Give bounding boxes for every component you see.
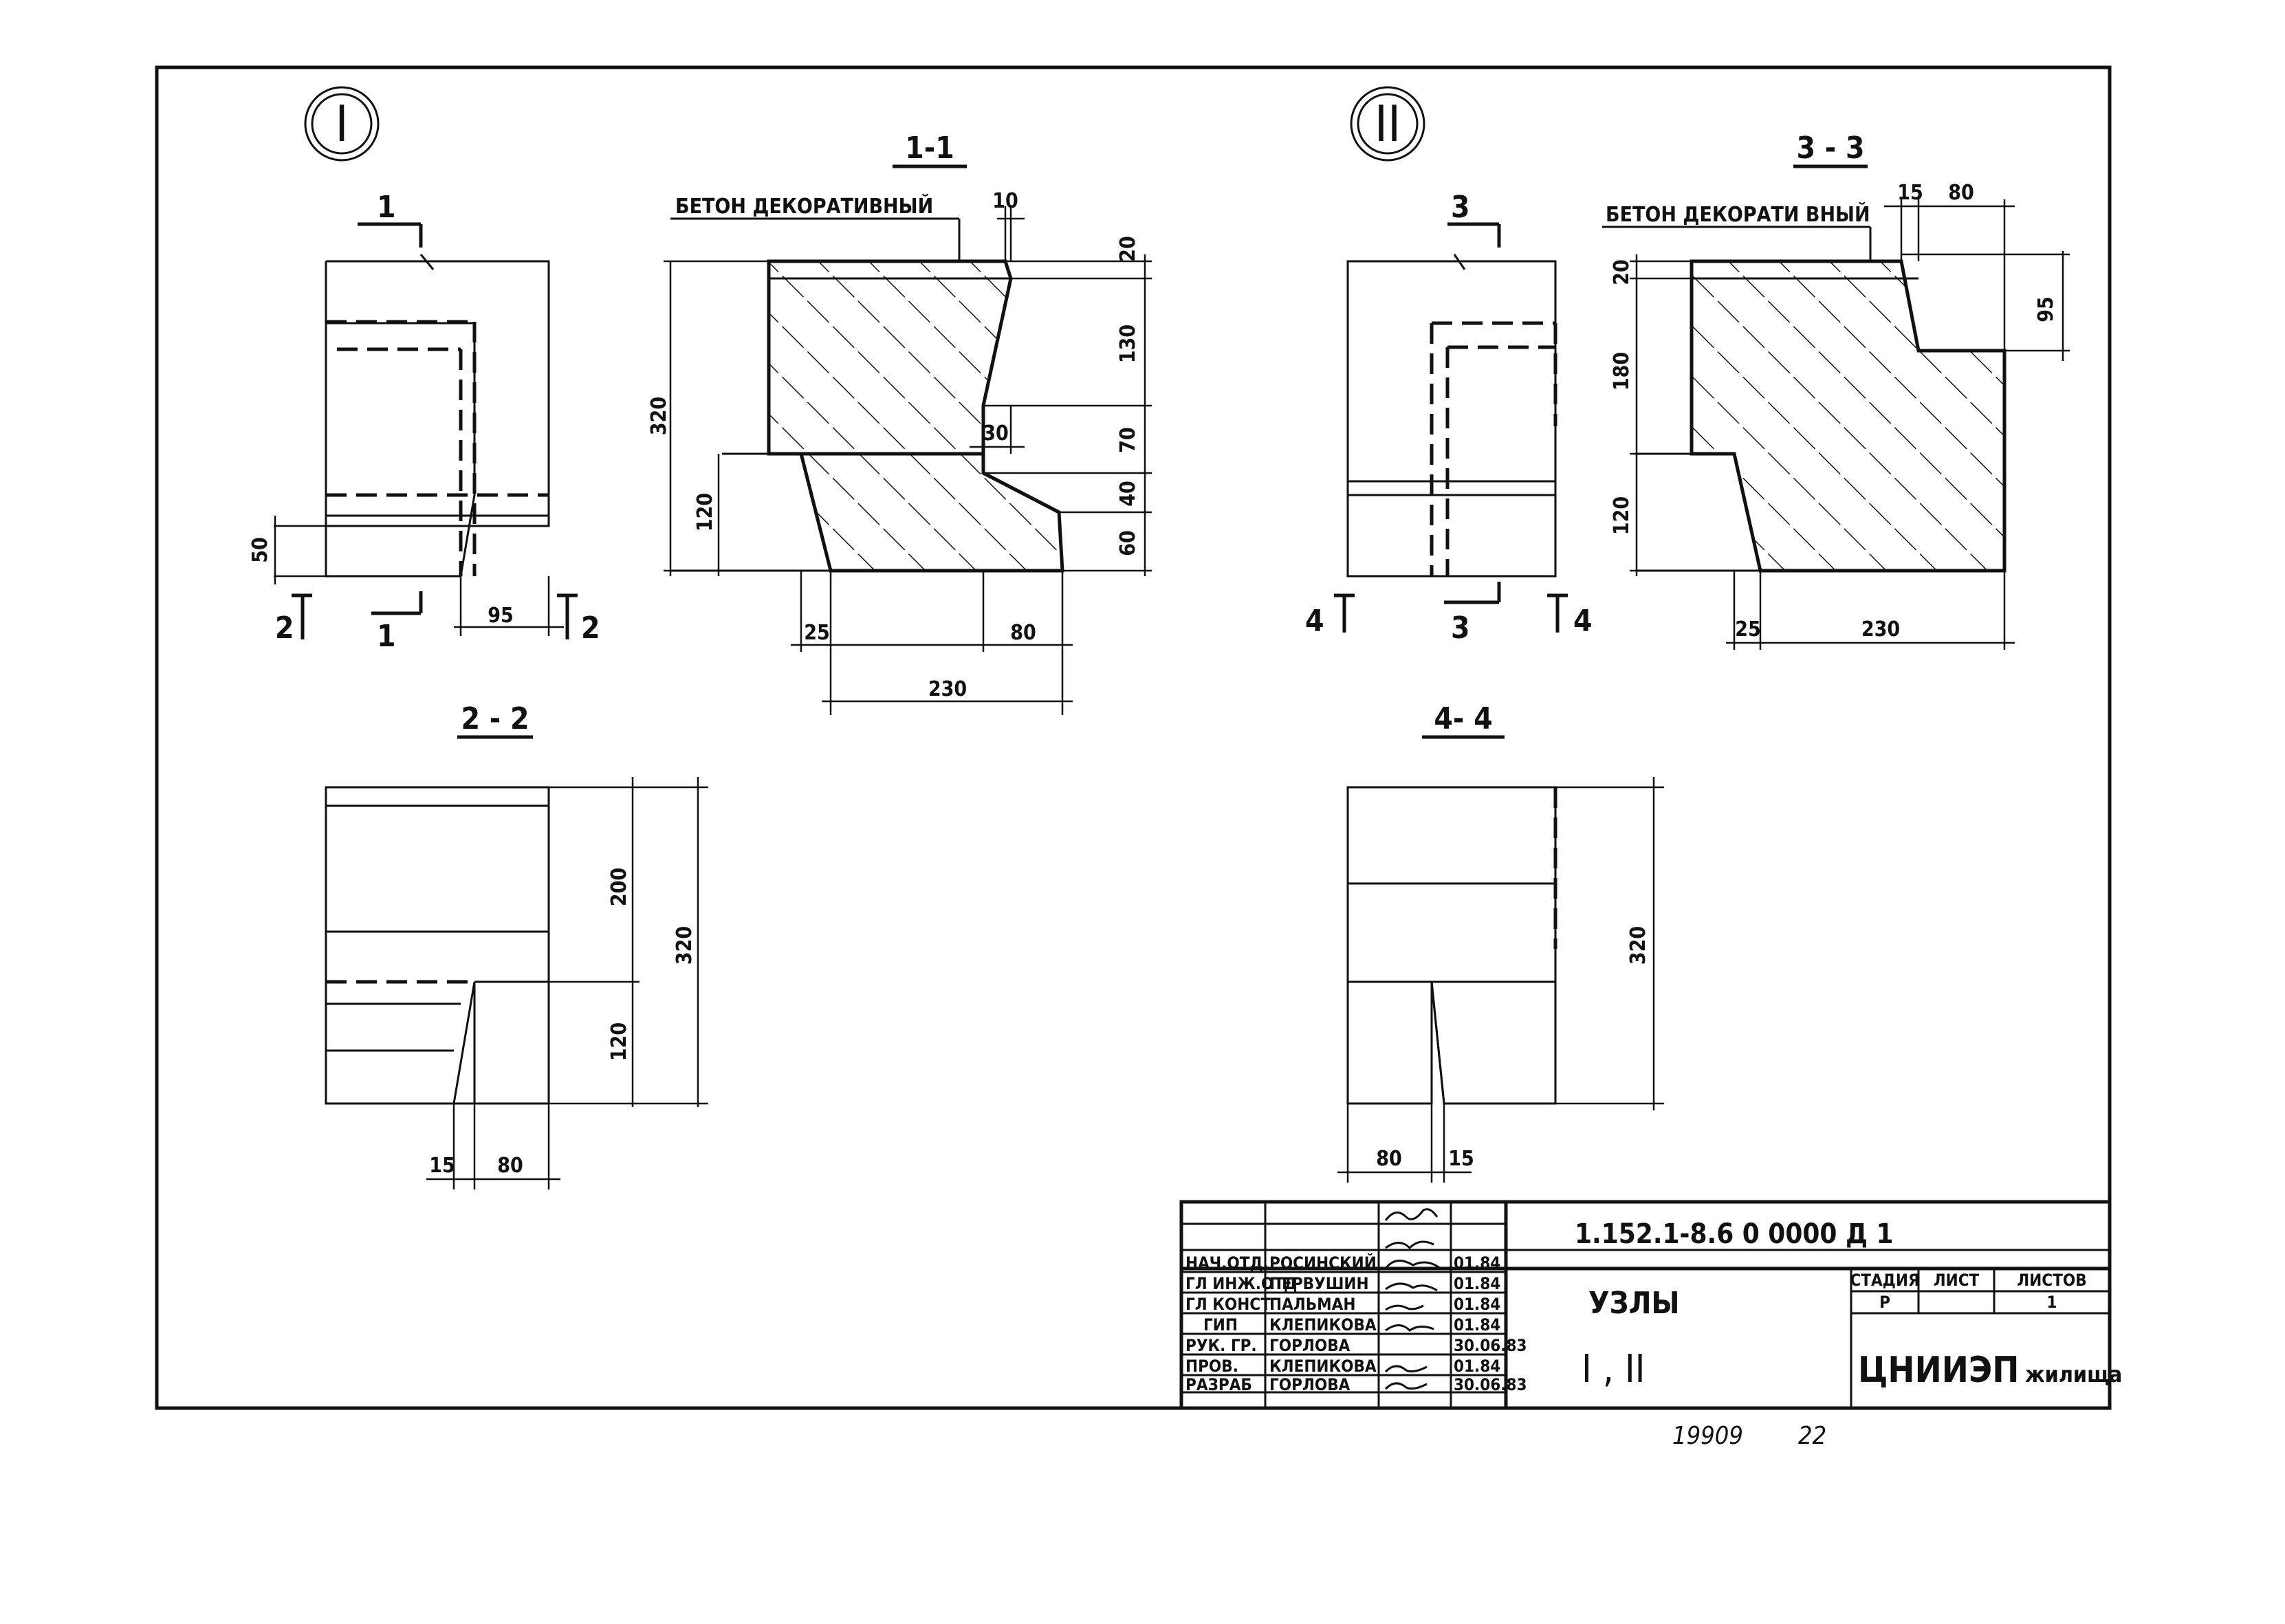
title-line2: I , II: [1582, 1347, 1646, 1392]
svg-text:БЕТОН ДЕКОРАТИ ВНЫЙ: БЕТОН ДЕКОРАТИ ВНЫЙ: [1606, 202, 1870, 227]
svg-text:4- 4: 4- 4: [1434, 701, 1492, 736]
svg-text:ЛИСТОВ: ЛИСТОВ: [2017, 1271, 2086, 1290]
node-marker-1: I: [304, 86, 380, 162]
title-block: 1.152.1-8.6 0 0000 Д 1 УЗЛЫ I , II СТАДИ…: [1179, 1200, 2122, 1410]
svg-text:01.84: 01.84: [1454, 1315, 1500, 1335]
node1-elevation: 1 1 2 2 50 95: [248, 190, 600, 654]
svg-text:40: 40: [1116, 481, 1140, 507]
svg-text:ПЕРВУШИН: ПЕРВУШИН: [1269, 1274, 1369, 1293]
svg-text:КЛЕПИКОВА: КЛЕПИКОВА: [1269, 1357, 1377, 1376]
svg-text:4: 4: [1305, 604, 1324, 639]
svg-text:230: 230: [1861, 617, 1900, 641]
svg-text:80: 80: [1948, 181, 1974, 205]
svg-text:80: 80: [1376, 1147, 1402, 1171]
svg-text:230: 230: [928, 677, 967, 701]
svg-text:ПАЛЬМАН: ПАЛЬМАН: [1269, 1295, 1355, 1314]
sheet-frame: [155, 65, 2112, 1410]
svg-text:3: 3: [1451, 190, 1470, 225]
svg-text:180: 180: [1610, 352, 1634, 391]
svg-text:1: 1: [2046, 1293, 2057, 1312]
svg-text:30.06.83: 30.06.83: [1454, 1336, 1527, 1355]
svg-text:СТАДИЯ: СТАДИЯ: [1850, 1271, 1919, 1290]
svg-text:20: 20: [1116, 236, 1140, 262]
svg-text:70: 70: [1116, 427, 1140, 453]
svg-text:1: 1: [377, 619, 396, 654]
section-1-1: 1-1 БЕТОН ДЕКОРАТИВНЫЙ 320 120 20 130 70…: [647, 131, 1152, 715]
svg-text:1-1: 1-1: [905, 131, 954, 166]
svg-text:КЛЕПИКОВА: КЛЕПИКОВА: [1269, 1315, 1377, 1335]
svg-text:1: 1: [377, 190, 396, 225]
svg-text:120: 120: [693, 493, 717, 531]
inventory-number: 19909: [1672, 1422, 1743, 1450]
svg-text:2 - 2: 2 - 2: [461, 701, 529, 736]
doc-code: 1.152.1-8.6 0 0000 Д 1: [1575, 1218, 1894, 1250]
svg-text:ГОРЛОВА: ГОРЛОВА: [1269, 1375, 1351, 1394]
section-2-2: 2 - 2 200 120 320 15 80: [325, 701, 708, 1189]
svg-text:ГЛ КОНСТ: ГЛ КОНСТ: [1185, 1295, 1271, 1314]
svg-text:15: 15: [1897, 181, 1923, 205]
svg-text:20: 20: [1610, 259, 1634, 285]
svg-text:РАЗРАБ: РАЗРАБ: [1185, 1375, 1252, 1394]
svg-text:жилища: жилища: [2025, 1361, 2122, 1387]
svg-text:РУК. ГР.: РУК. ГР.: [1185, 1336, 1257, 1355]
svg-text:10: 10: [992, 189, 1018, 213]
node-marker-2: II: [1350, 86, 1425, 162]
svg-text:3 - 3: 3 - 3: [1796, 131, 1864, 166]
page-number: 22: [1798, 1422, 1826, 1450]
svg-text:30: 30: [983, 421, 1009, 446]
section-3-3: 3 - 3 БЕТОН ДЕКОРАТИ ВНЫЙ 20 180 120 95 …: [1602, 131, 2070, 650]
node2-elevation: 3 3 4 4: [1305, 190, 1593, 646]
svg-text:120: 120: [1610, 496, 1634, 535]
svg-text:ПРОВ.: ПРОВ.: [1185, 1357, 1238, 1376]
org-name: ЦНИИЭП: [1858, 1350, 2019, 1391]
svg-text:II: II: [1375, 95, 1401, 153]
svg-text:ЛИСТ: ЛИСТ: [1934, 1271, 1980, 1290]
svg-text:95: 95: [488, 604, 514, 628]
svg-text:I: I: [335, 95, 348, 153]
svg-text:01.84: 01.84: [1454, 1274, 1500, 1293]
svg-text:ГИП: ГИП: [1203, 1315, 1238, 1335]
svg-text:80: 80: [497, 1154, 523, 1178]
svg-text:ГЛ ИНЖ.ОТД: ГЛ ИНЖ.ОТД: [1185, 1274, 1297, 1293]
svg-text:15: 15: [429, 1154, 455, 1178]
svg-text:25: 25: [1735, 617, 1761, 641]
svg-text:120: 120: [607, 1022, 631, 1061]
svg-text:25: 25: [804, 621, 830, 645]
svg-text:4: 4: [1573, 604, 1593, 639]
svg-text:320: 320: [1626, 926, 1650, 965]
section-4-4: 4- 4 320 80 15: [1337, 701, 1664, 1183]
title-line1: УЗЛЫ: [1588, 1286, 1680, 1321]
svg-text:ГОРЛОВА: ГОРЛОВА: [1269, 1336, 1351, 1355]
svg-text:50: 50: [248, 537, 272, 563]
svg-text:01.84: 01.84: [1454, 1357, 1500, 1376]
svg-text:60: 60: [1116, 530, 1140, 556]
svg-text:95: 95: [2034, 296, 2058, 322]
svg-text:200: 200: [607, 868, 631, 906]
svg-text:НАЧ.ОТД.: НАЧ.ОТД.: [1185, 1253, 1269, 1273]
svg-text:2: 2: [275, 611, 294, 646]
svg-text:30.06.83: 30.06.83: [1454, 1375, 1527, 1394]
svg-text:РОСИНСКИЙ: РОСИНСКИЙ: [1269, 1253, 1377, 1273]
svg-text:БЕТОН ДЕКОРАТИВНЫЙ: БЕТОН ДЕКОРАТИВНЫЙ: [675, 194, 933, 219]
svg-text:320: 320: [673, 926, 697, 965]
svg-text:15: 15: [1448, 1147, 1474, 1171]
svg-text:130: 130: [1116, 325, 1140, 363]
svg-text:80: 80: [1010, 621, 1036, 645]
svg-text:Р: Р: [1879, 1293, 1890, 1312]
svg-text:01.84: 01.84: [1454, 1253, 1500, 1273]
svg-text:2: 2: [581, 611, 600, 646]
svg-text:01.84: 01.84: [1454, 1295, 1500, 1314]
svg-text:320: 320: [647, 397, 671, 435]
svg-text:3: 3: [1451, 611, 1470, 646]
